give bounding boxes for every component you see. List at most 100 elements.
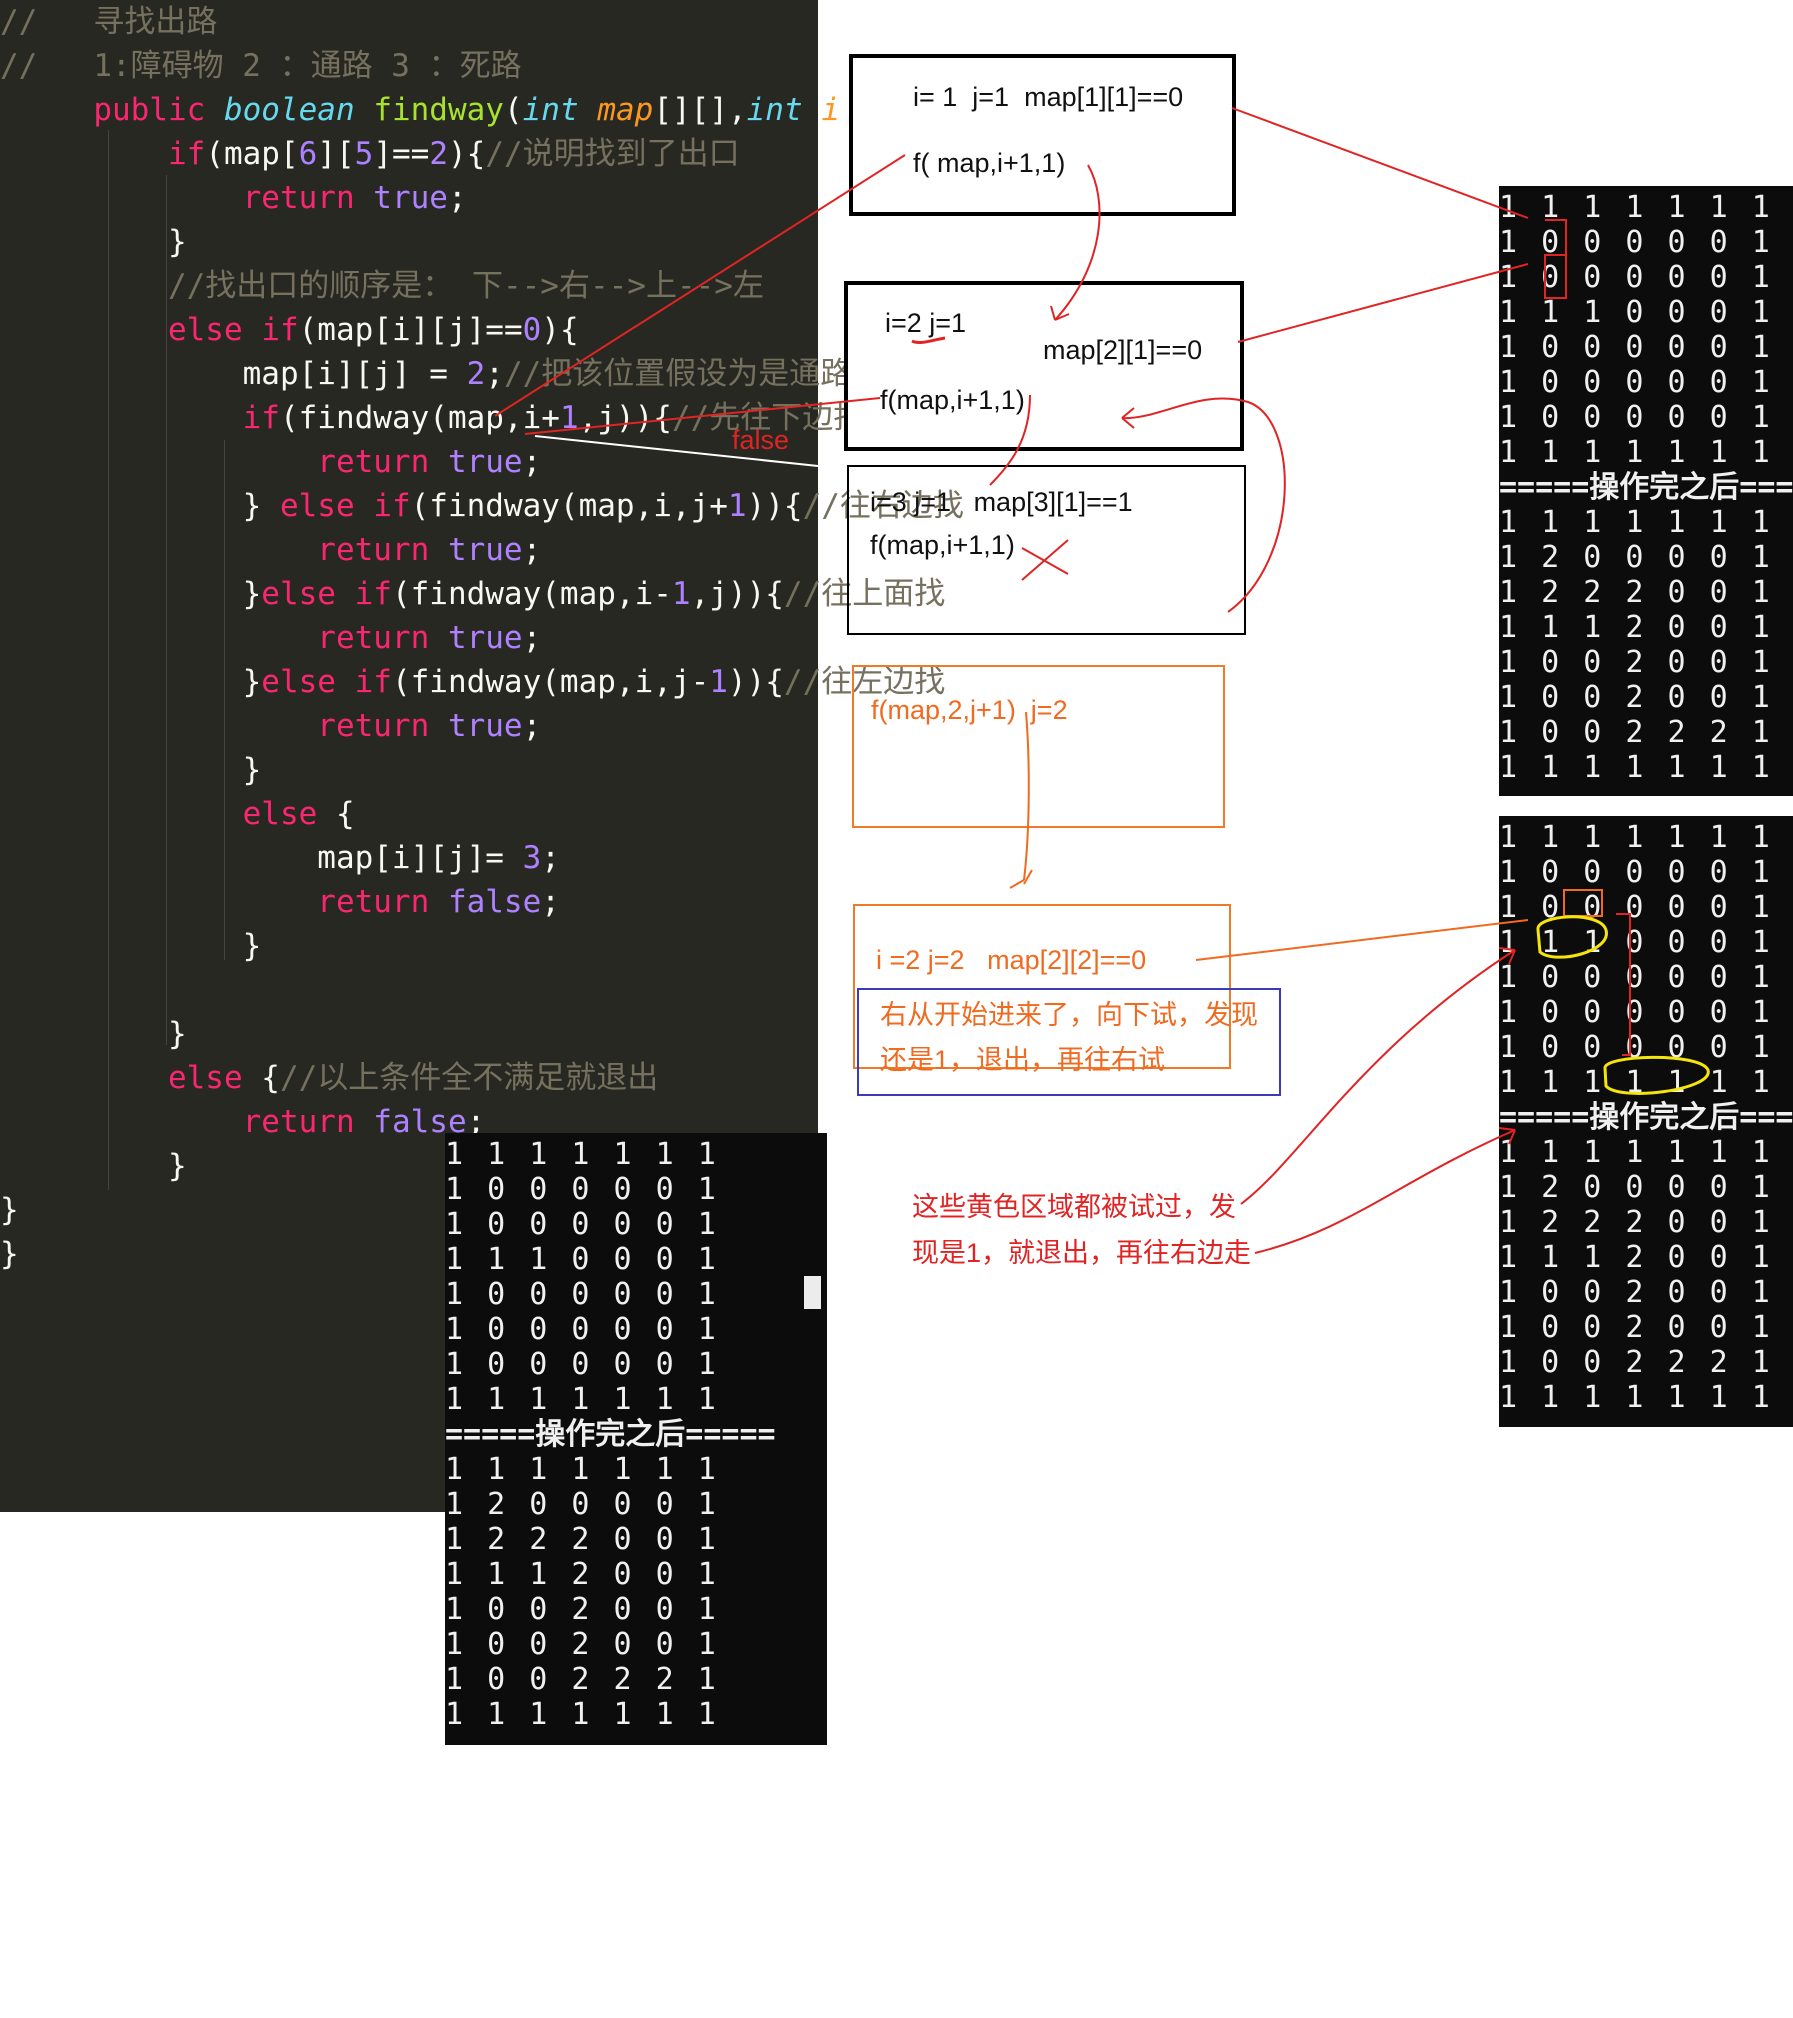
console-row: 1 1 1 0 0 0 1 [1499, 925, 1773, 960]
console-cursor [804, 1276, 821, 1309]
code-line: else if(map[i][j]==0){ [167, 312, 579, 348]
console-row: 1 0 0 0 0 0 1 [445, 1312, 719, 1347]
console-row: 1 2 0 0 0 0 1 [1499, 1170, 1773, 1205]
call-box-3-line1: i=3 j=1 map[3][1]==1 [870, 487, 1133, 517]
code-line: return true; [317, 708, 542, 744]
arrow-line [1254, 1129, 1516, 1254]
console-row: 1 0 0 2 0 0 1 [1499, 645, 1773, 680]
console-row: 1 1 1 1 1 1 1 [445, 1137, 719, 1172]
arrow-line [1195, 919, 1529, 961]
console-row: 1 0 0 2 0 0 1 [445, 1592, 719, 1627]
code-line: return true; [317, 444, 542, 480]
console-row: 1 1 1 1 1 1 1 [445, 1452, 719, 1487]
console-row: 1 1 1 1 1 1 1 [445, 1697, 719, 1732]
note-line1: 右从开始进来了，向下试，发现 [880, 1000, 1258, 1030]
call-box-2-line3: f(map,i+1,1) [880, 385, 1025, 415]
console-row: 1 0 0 0 0 0 1 [1499, 400, 1773, 435]
console-row: 1 2 2 2 0 0 1 [1499, 1205, 1773, 1240]
console-row: 1 1 1 1 1 1 1 [1499, 190, 1773, 225]
code-line: return true; [317, 532, 542, 568]
indent-guide [108, 130, 109, 1190]
indent-guide [166, 175, 167, 1045]
code-line [0, 968, 989, 1012]
code-line: return false; [242, 1104, 486, 1140]
code-line: if(map[6][5]==2){//说明找到了出口 [167, 136, 740, 172]
console-row: 1 1 1 1 1 1 1 [1499, 505, 1773, 540]
console-row: 1 0 0 0 0 0 1 [1499, 960, 1773, 995]
code-line: } [0, 1016, 187, 1052]
arrow-line [1009, 869, 1033, 889]
console-row: 1 0 0 2 0 0 1 [445, 1627, 719, 1662]
code-line: } else if(findway(map,i,j+1)){//往右边找 [0, 488, 964, 524]
code-line: } [0, 224, 187, 260]
console-row: 1 1 1 2 0 0 1 [445, 1557, 719, 1592]
console-row: 1 2 0 0 0 0 1 [1499, 540, 1773, 575]
console-row: 1 0 0 0 0 0 1 [445, 1172, 719, 1207]
console-row: 1 2 2 2 0 0 1 [445, 1522, 719, 1557]
console-row: 1 1 1 1 1 1 1 [1499, 1065, 1773, 1100]
code-line: }else if(findway(map,i-1,j)){//往上面找 [0, 576, 946, 612]
call-box-5 [853, 904, 1231, 1069]
console-divider: =====操作完之后===== [1499, 470, 1793, 505]
console-row: 1 1 1 2 0 0 1 [1499, 610, 1773, 645]
console-row: 1 0 0 2 0 0 1 [1499, 680, 1773, 715]
console-row: 1 0 0 0 0 0 1 [445, 1347, 719, 1382]
console-row: 1 1 1 1 1 1 1 [1499, 1135, 1773, 1170]
console-divider: =====操作完之后===== [445, 1417, 776, 1452]
console-row: 1 1 1 0 0 0 1 [445, 1242, 719, 1277]
console-output-copy: 1 1 1 1 1 1 1 1 0 0 0 0 0 1 1 0 0 0 0 0 … [1499, 816, 1793, 1427]
code-line: // 1:障碍物 2 ：通路 3 ：死路 [0, 48, 522, 84]
code-text: // 寻找出路 // 1:障碍物 2 ：通路 3 ：死路 public boole… [0, 0, 989, 1276]
console-row: 1 0 0 0 0 0 1 [1499, 1030, 1773, 1065]
code-line: else {//以上条件全不满足就退出 [167, 1060, 659, 1096]
code-line: return true; [242, 180, 467, 216]
code-line: map[i][j]= 3; [0, 840, 560, 876]
console-row: 1 0 0 0 0 0 1 [1499, 855, 1773, 890]
console-row: 1 0 0 0 0 0 1 [445, 1207, 719, 1242]
console-divider: =====操作完之后===== [1499, 1100, 1793, 1135]
console-row: 1 1 1 1 1 1 1 [1499, 820, 1773, 855]
call-box-1-line2: f( map,i+1,1) [913, 148, 1066, 178]
call-box-2 [844, 281, 1244, 451]
arrow-line [1237, 263, 1529, 343]
code-line: }else if(findway(map,i,j-1)){//往左边找 [0, 664, 946, 700]
call-box-1 [849, 54, 1236, 216]
console-row: 1 0 0 2 0 0 1 [1499, 1275, 1773, 1310]
code-line: return false; [317, 884, 560, 920]
code-line: return true; [317, 620, 542, 656]
code-line: map[i][j] = 2;//把该位置假设为是通路 [0, 356, 852, 392]
console-row: 1 1 1 2 0 0 1 [1499, 1240, 1773, 1275]
console-row: 1 0 0 0 0 0 1 [1499, 995, 1773, 1030]
console-row: 1 2 0 0 0 0 1 [445, 1487, 719, 1522]
note-line2: 还是1，退出，再往右试 [880, 1045, 1166, 1075]
call-box-4 [852, 665, 1225, 828]
console-row: 1 1 1 1 1 1 1 [1499, 435, 1773, 470]
console-row: 1 1 1 1 1 1 1 [445, 1382, 719, 1417]
call-box-1-line1: i= 1 j=1 map[1][1]==0 [913, 82, 1184, 112]
indent-guide [224, 440, 225, 960]
code-line: // 寻找出路 [0, 4, 218, 40]
console-row: 1 0 0 0 0 0 1 [1499, 365, 1773, 400]
yellow-note-line1: 这些黄色区域都被试过，发 [912, 1192, 1236, 1222]
arrow-line [1240, 949, 1516, 1205]
yellow-note-line2: 现是1，就退出，再往右边走 [912, 1238, 1252, 1268]
call-box-4-line1: f(map,2,j+1) j=2 [871, 695, 1068, 725]
console-row: 1 0 0 0 0 0 1 [1499, 890, 1773, 925]
code-line: } [0, 928, 262, 964]
false-label: false [732, 425, 790, 455]
code-line: else { [242, 796, 355, 832]
call-box-5-line1: i =2 j=2 map[2][2]==0 [876, 945, 1147, 975]
console-row: 1 0 0 2 2 2 1 [1499, 715, 1773, 750]
code-line: } [0, 1148, 187, 1184]
console-row: 1 1 1 1 1 1 1 [1499, 750, 1773, 785]
arrow-line [1231, 107, 1529, 219]
code-line: if(findway(map,i+1,j)){//先往下边找 [242, 400, 865, 436]
call-box-3-line2: f(map,i+1,1) [870, 530, 1015, 560]
console-row: 1 0 0 2 0 0 1 [1499, 1310, 1773, 1345]
code-line: public boolean findway(int map[][],int i… [93, 92, 989, 128]
console-output-copy: 1 1 1 1 1 1 1 1 0 0 0 0 0 1 1 0 0 0 0 0 … [1499, 186, 1793, 796]
console-row: 1 2 2 2 0 0 1 [1499, 575, 1773, 610]
call-box-2-line2: map[2][1]==0 [1043, 335, 1203, 365]
console-row: 1 0 0 0 0 0 1 [445, 1277, 719, 1312]
call-box-2-line1: i=2 j=1 [885, 308, 967, 338]
